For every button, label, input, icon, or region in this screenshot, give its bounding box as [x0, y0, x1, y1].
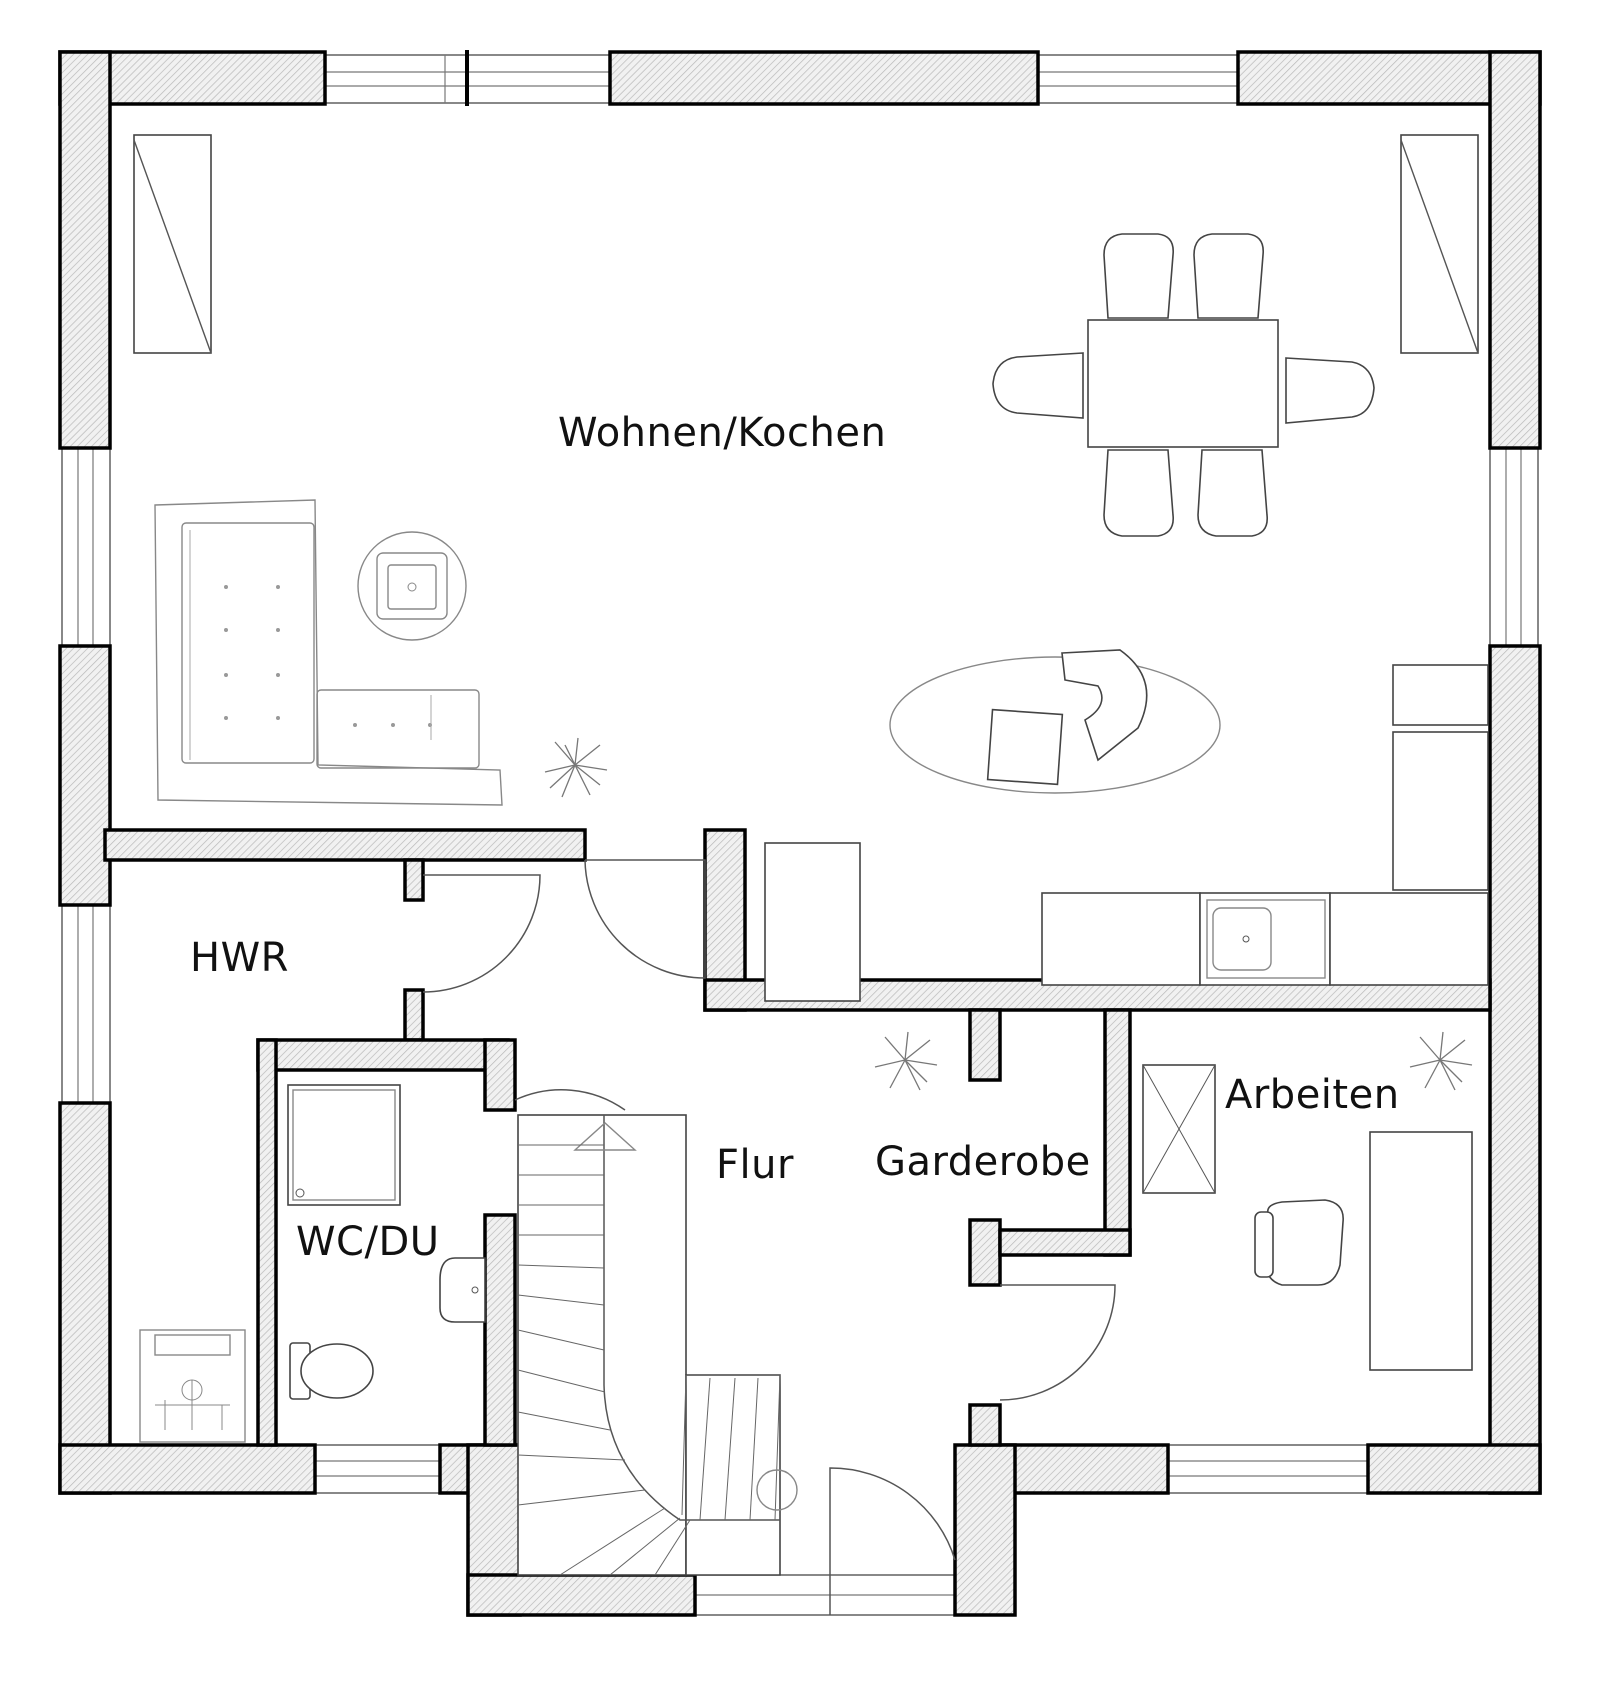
- bathroom-furniture: [287, 1084, 486, 1400]
- kitchen-cabinet: [1392, 664, 1489, 726]
- corner-sofa: [154, 499, 503, 806]
- label-garderobe: Garderobe: [875, 1139, 1091, 1185]
- door-wc: [514, 1089, 626, 1111]
- toilet: [289, 1342, 374, 1400]
- shower: [287, 1084, 401, 1206]
- label-flur: Flur: [716, 1142, 794, 1188]
- kitchen-sink-unit: [1199, 892, 1331, 986]
- door-entrance: [829, 1467, 956, 1615]
- kitchen-counter: [1329, 892, 1489, 986]
- staircase: [517, 1114, 798, 1576]
- plant-living: [544, 737, 608, 798]
- window-right: [1489, 447, 1539, 647]
- plant-office: [1409, 1031, 1473, 1091]
- desk: [1369, 1131, 1473, 1371]
- chair: [1285, 357, 1375, 424]
- office-furniture: [874, 1031, 1473, 1371]
- fridge-cabinet: [764, 842, 861, 1002]
- oval-rug: [889, 649, 1221, 794]
- chair: [1197, 449, 1269, 537]
- label-arbeiten: Arbeiten: [1225, 1072, 1400, 1118]
- door-hwr: [422, 874, 541, 993]
- windows: [61, 50, 1539, 1616]
- chair: [1103, 449, 1175, 537]
- kitchen-cabinet: [1392, 731, 1489, 891]
- chair: [992, 352, 1084, 419]
- living-furniture: [133, 134, 1489, 1002]
- plant-hallway: [874, 1031, 938, 1091]
- window-bottom-right: [1167, 1444, 1369, 1494]
- label-wohnen-kochen: Wohnen/Kochen: [558, 410, 886, 456]
- sink-basin: [1212, 907, 1272, 971]
- washbasin: [439, 1257, 486, 1323]
- door-living: [584, 859, 706, 979]
- walls: [58, 50, 1542, 1617]
- dining-table: [1087, 319, 1279, 448]
- window-left-lower: [61, 904, 111, 1104]
- round-side-table: [357, 531, 467, 641]
- window-bottom-left: [314, 1444, 441, 1494]
- office-chair: [1254, 1199, 1344, 1286]
- door-arbeiten: [999, 1284, 1116, 1401]
- sink: [1206, 899, 1326, 979]
- label-hwr: HWR: [190, 935, 289, 981]
- hwr-furniture: [139, 1329, 246, 1443]
- chair: [1103, 233, 1175, 319]
- doors: [422, 859, 1116, 1615]
- room-labels: Wohnen/Kochen HWR WC/DU Flur Garderobe A…: [190, 410, 1400, 1265]
- kitchen-counter: [1041, 892, 1201, 986]
- window-left-upper: [61, 447, 111, 647]
- window-top-right: [1037, 54, 1239, 104]
- heating-unit: [139, 1329, 246, 1443]
- label-wc-du: WC/DU: [296, 1219, 440, 1265]
- chair: [1193, 233, 1265, 319]
